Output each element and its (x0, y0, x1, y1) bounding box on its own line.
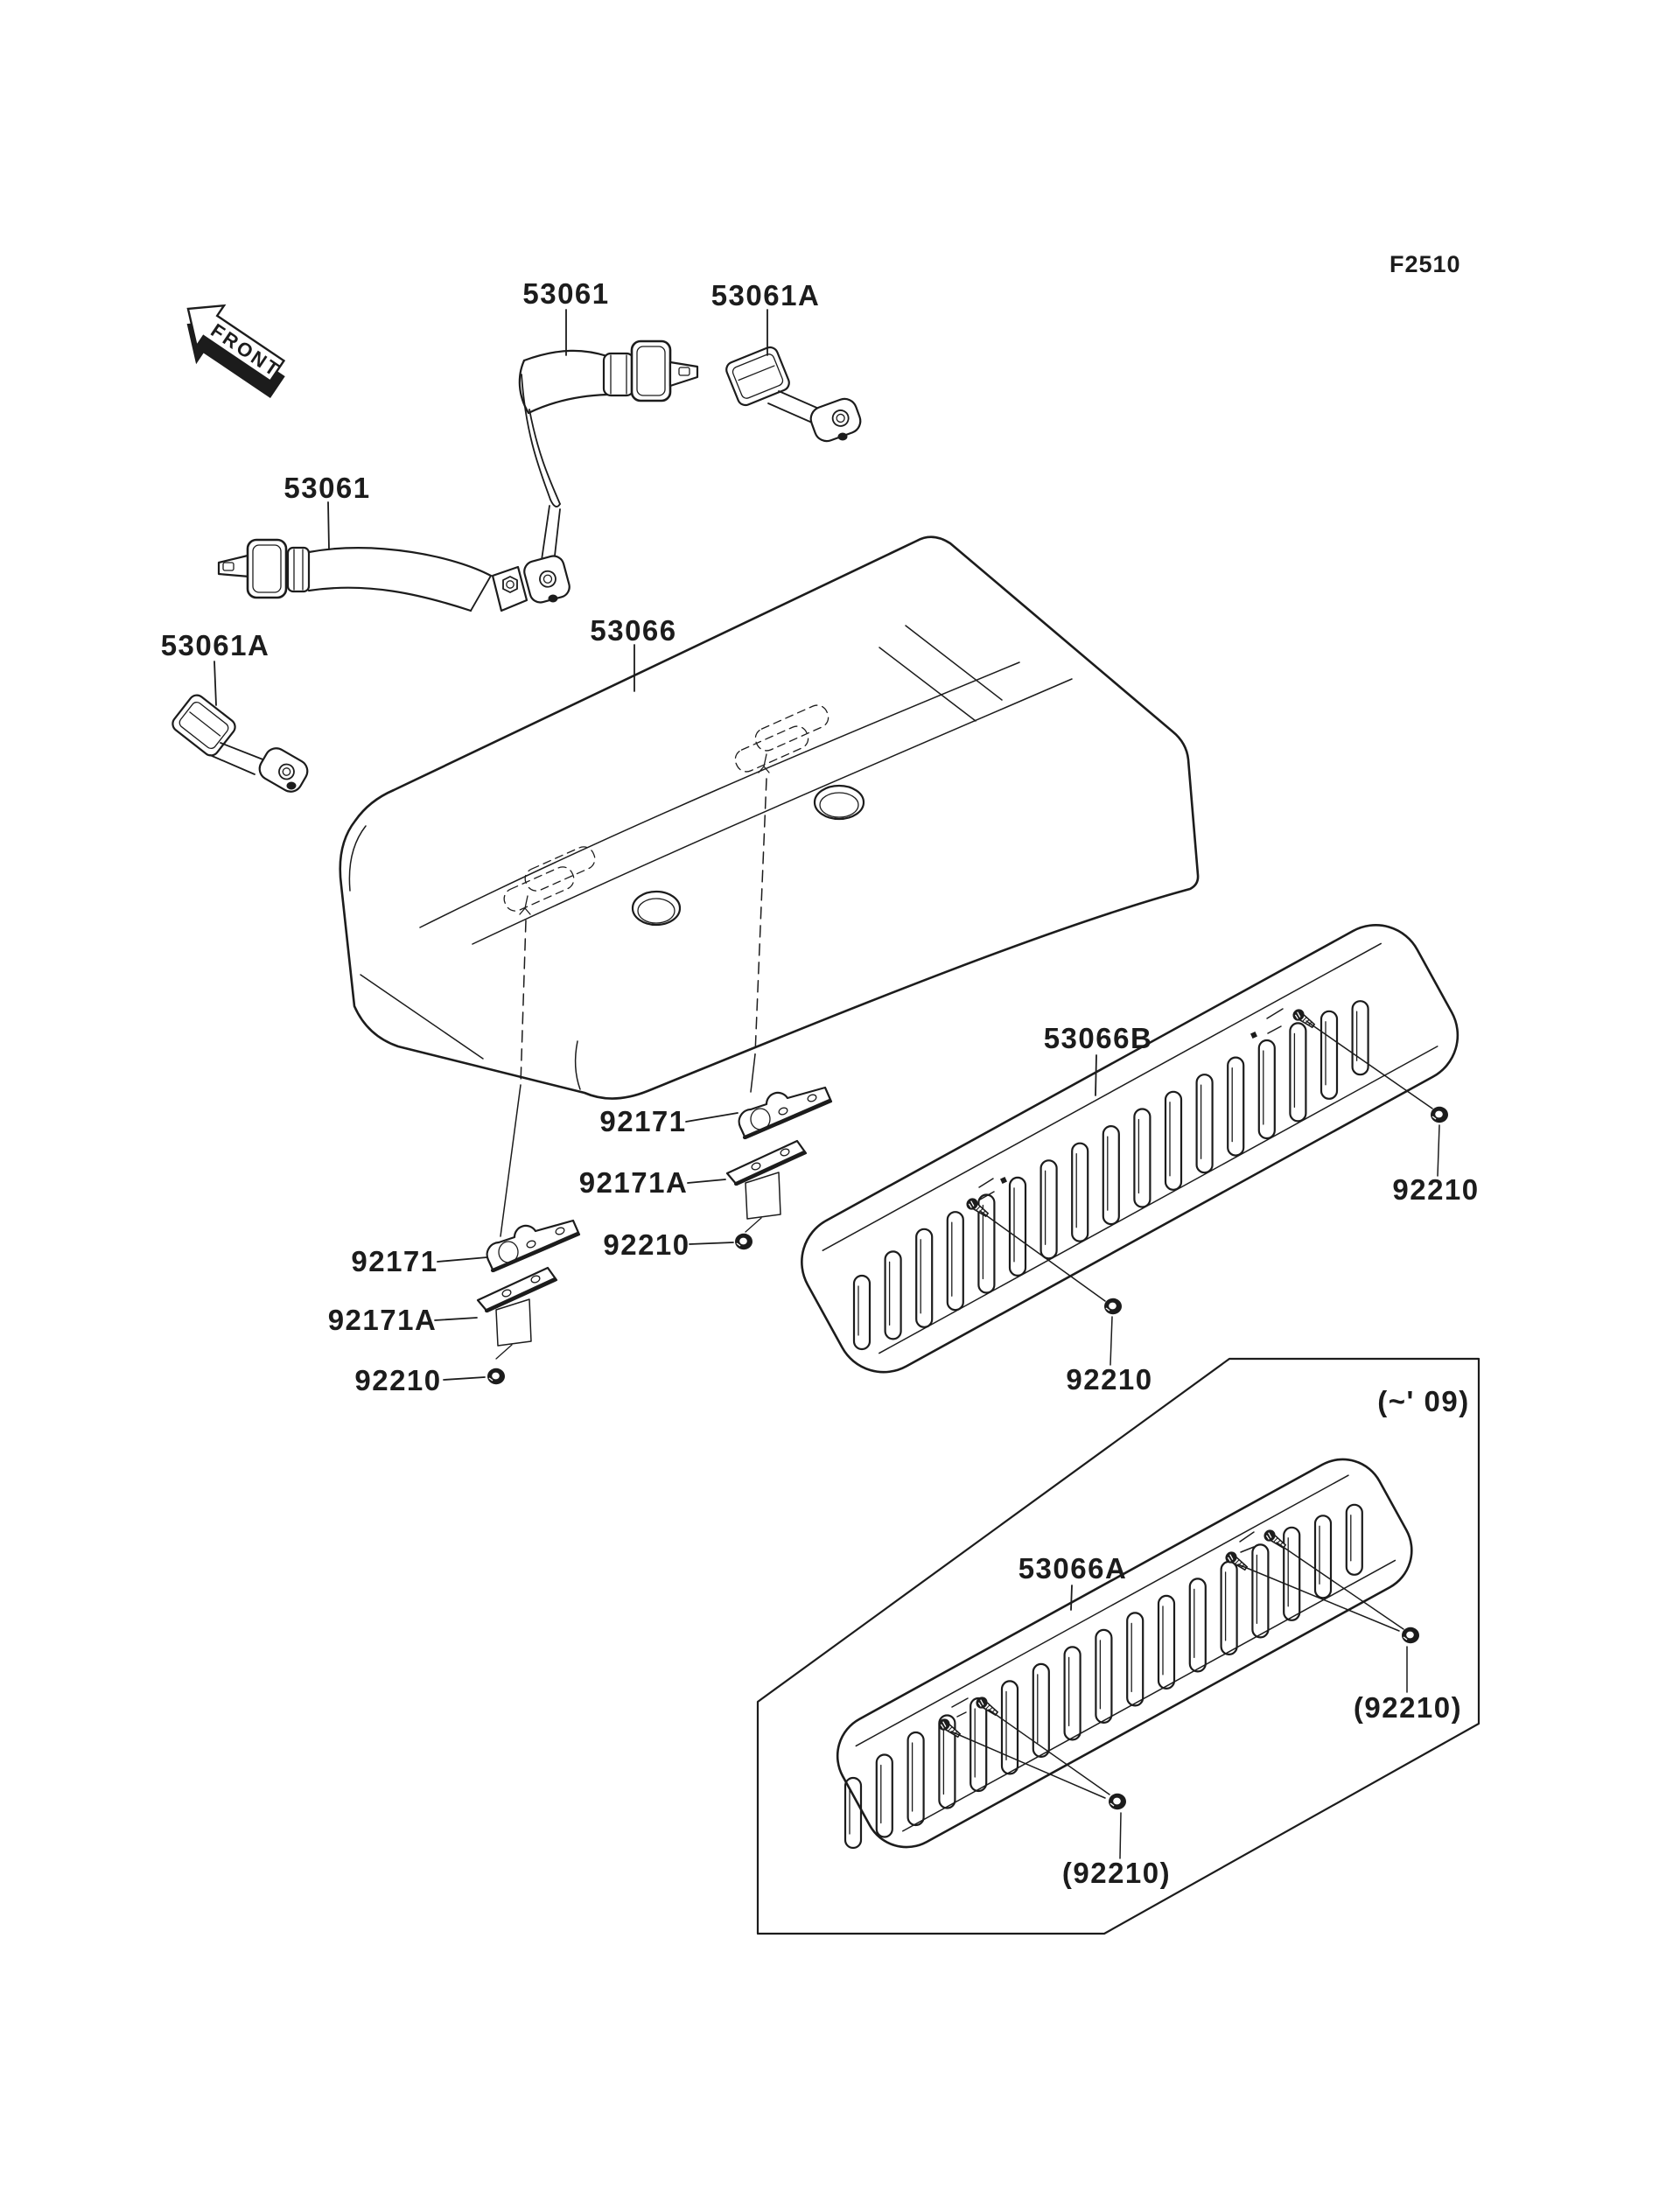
vent-slot (1071, 1142, 1089, 1242)
seat-slot-left (503, 846, 596, 915)
callout-panel-a-nut-bottom: (92210) (1062, 1857, 1171, 1889)
callout-panel-b-nut-bottom: 92210 (1066, 1363, 1152, 1396)
vent-slot (1345, 1503, 1363, 1576)
vent-slot (1188, 1578, 1207, 1673)
figure-code: F2510 (1390, 251, 1461, 277)
vent-slot (1063, 1646, 1082, 1741)
callout-leaders (214, 309, 1097, 1611)
vent-slot (1164, 1090, 1183, 1191)
leader-bolt-a-right (1237, 1542, 1404, 1632)
leader-bolt-a-bottom (950, 1709, 1110, 1799)
bracket-92171-right (738, 1086, 833, 1140)
vent-slot (1126, 1612, 1144, 1707)
nut-53066b-bottom (1103, 1298, 1123, 1315)
leader-seat-left (520, 920, 527, 1086)
vent-slot (1220, 1560, 1238, 1656)
callout-buckle-left: 53061A (161, 629, 270, 661)
vent-slot (1040, 1159, 1058, 1260)
vent-slot (1251, 1543, 1270, 1639)
vent-slot (1095, 1628, 1113, 1725)
vent-slot (1351, 1000, 1369, 1076)
vent-slot (1313, 1515, 1333, 1599)
vent-slot (884, 1250, 902, 1340)
vent-slot (938, 1714, 956, 1809)
vent-slot (946, 1211, 964, 1312)
callout-bracket-right: 92171 (599, 1105, 686, 1137)
vent-slot (875, 1753, 893, 1838)
vent-slot (915, 1228, 934, 1328)
bracket-92171-left (485, 1219, 581, 1273)
callout-panel-b-nut-right: 92210 (1392, 1173, 1479, 1206)
vent-slot (1157, 1594, 1176, 1690)
vent-slot (970, 1697, 988, 1793)
vent-slot (1289, 1022, 1307, 1123)
buckle-left (172, 694, 309, 793)
bracket-92171a-left (476, 1266, 558, 1361)
callout-bracket-l-left: 92171A (328, 1304, 438, 1336)
callout-bracket-l-right: 92171A (579, 1166, 689, 1199)
vent-slot (1195, 1074, 1214, 1174)
vent-slot (1283, 1526, 1301, 1621)
leader-seat-right (754, 778, 767, 1055)
callout-panel-a: 53066A (1018, 1552, 1128, 1585)
vent-slot (1102, 1124, 1120, 1226)
vent-slot (1008, 1176, 1027, 1277)
vent-slot (852, 1274, 872, 1351)
nut-left (486, 1368, 506, 1385)
vent-slot (1133, 1108, 1152, 1208)
vent-slot (1320, 1010, 1339, 1100)
front-arrow-face (186, 304, 286, 383)
callout-belt-left: 53061 (284, 472, 370, 504)
vent-slot (1000, 1680, 1019, 1775)
callout-nut-right: 92210 (603, 1228, 690, 1261)
variant-box (756, 1357, 1480, 1935)
nut-53066a-bottom (1108, 1793, 1127, 1810)
leader-bolt-b-left (979, 1210, 1106, 1302)
vent-slot (844, 1776, 863, 1850)
seat-slot-right (734, 704, 830, 773)
callout-nut-left: 92210 (354, 1364, 441, 1396)
callout-seat: 53066 (590, 614, 676, 647)
vent-slot (1257, 1039, 1276, 1140)
vent-slot (906, 1731, 925, 1827)
callout-panel-b: 53066B (1044, 1022, 1153, 1054)
callout-bracket-left: 92171 (351, 1245, 438, 1277)
nut-53066b-right (1430, 1106, 1449, 1123)
nut-53066a-right (1401, 1627, 1420, 1644)
vent-slot (1227, 1056, 1245, 1157)
seat-belt-top (518, 339, 699, 564)
callout-buckle-top-right: 53061A (711, 279, 821, 311)
seat (339, 535, 1200, 1237)
callout-model-note: (~' 09) (1377, 1385, 1469, 1417)
buckle-top-right (725, 346, 862, 443)
seat-belt-left (217, 538, 570, 612)
callout-panel-a-nut-right: (92210) (1354, 1691, 1462, 1724)
panel-53066b (801, 924, 1460, 1374)
bracket-92171a-right (725, 1139, 808, 1233)
front-arrow: FRONT (186, 304, 286, 398)
vent-slot (1032, 1662, 1050, 1759)
panel-53066a (836, 1458, 1420, 1859)
vent-slot (977, 1193, 996, 1294)
leader-bolt-b-top (1306, 1020, 1433, 1109)
callout-belt-top: 53061 (522, 277, 609, 310)
nut-right (734, 1233, 753, 1250)
